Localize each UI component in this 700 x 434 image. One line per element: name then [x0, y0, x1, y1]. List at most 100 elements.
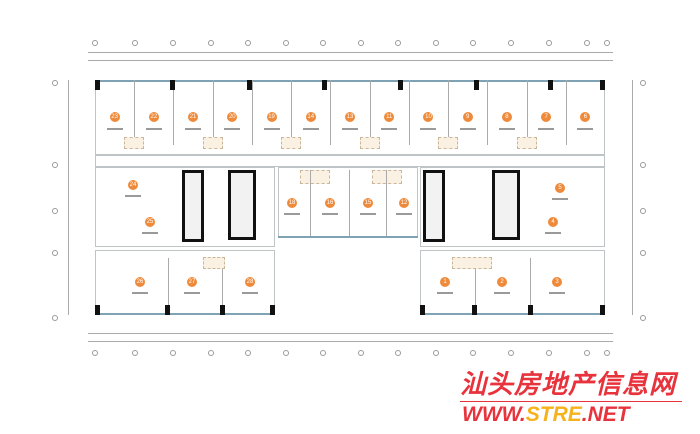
unit-area-label: [125, 195, 141, 197]
center-unit-badge: 12: [399, 198, 409, 208]
unit-number-badge: 6: [580, 112, 591, 122]
grid-axis-marker: [52, 250, 58, 256]
unit-area-label: [545, 232, 561, 234]
grid-axis-marker: [358, 40, 364, 46]
center-unit-badge: 18: [287, 198, 297, 208]
unit-number-badge: 10: [423, 112, 434, 122]
stair-core: [228, 170, 256, 240]
unit-area-label: [142, 232, 158, 234]
column: [322, 80, 327, 90]
grid-axis-marker: [508, 350, 514, 356]
window: [278, 236, 418, 238]
column: [220, 305, 225, 315]
unit-number-badge: 22: [148, 112, 159, 122]
unit-partition: [310, 170, 311, 236]
unit-area-label: [437, 292, 453, 294]
left-unit-badge: 24: [128, 180, 138, 190]
unit-number-badge: 8: [501, 112, 512, 122]
grid-axis-marker: [283, 40, 289, 46]
elevator-core: [423, 170, 445, 242]
unit-area-label: [284, 213, 300, 215]
grid-axis-marker: [604, 350, 610, 356]
column: [600, 305, 605, 315]
unit-area-label: [577, 128, 594, 130]
grid-axis-marker: [358, 350, 364, 356]
unit-number-badge: 19: [266, 112, 277, 122]
wall-right-block: [420, 167, 605, 247]
grid-axis-marker: [433, 350, 439, 356]
unit-area-label: [459, 128, 476, 130]
grid-axis-marker: [508, 40, 514, 46]
unit-partition: [251, 80, 253, 145]
unit-partition: [168, 258, 169, 313]
elevator-core: [182, 170, 204, 242]
column: [270, 305, 275, 315]
unit-area-label: [360, 213, 376, 215]
url-prefix: WWW.: [462, 403, 526, 426]
url-suffix: .NET: [581, 403, 630, 426]
grid-axis-marker: [208, 40, 214, 46]
dimension-line: [632, 80, 633, 315]
column: [420, 305, 425, 315]
unit-area-label: [132, 292, 148, 294]
bathroom: [452, 257, 492, 269]
unit-area-label: [552, 198, 568, 200]
unit-area-label: [498, 128, 515, 130]
grid-axis-marker: [52, 208, 58, 214]
grid-axis-marker: [92, 350, 98, 356]
unit-number-badge: 13: [345, 112, 355, 122]
unit-partition: [291, 80, 293, 145]
column: [95, 80, 100, 90]
unit-area-label: [420, 128, 437, 130]
bottom-left-unit-badge: 27: [187, 277, 197, 287]
grid-axis-marker: [640, 250, 646, 256]
dimension-line: [88, 60, 613, 61]
column: [170, 80, 175, 90]
window: [95, 80, 605, 82]
bathroom: [438, 137, 459, 149]
right-unit-badge: 4: [548, 217, 558, 227]
unit-number-badge: 9: [462, 112, 473, 122]
unit-partition: [526, 80, 528, 145]
grid-axis-marker: [320, 40, 326, 46]
unit-partition: [448, 80, 450, 145]
grid-axis-marker: [132, 350, 138, 356]
column: [472, 305, 477, 315]
watermark-site-name: 汕头房地产信息网: [460, 369, 677, 399]
dimension-line: [68, 80, 69, 315]
url-brand: STRE: [525, 403, 582, 426]
column: [247, 80, 252, 90]
unit-area-label: [106, 128, 123, 130]
bathroom: [124, 137, 145, 149]
corridor: [95, 155, 605, 167]
dimension-line: [88, 341, 613, 342]
unit-partition: [173, 80, 175, 145]
unit-area-label: [224, 128, 241, 130]
grid-axis-marker: [604, 40, 610, 46]
grid-axis-marker: [208, 350, 214, 356]
window: [95, 313, 275, 315]
unit-partition: [349, 170, 350, 236]
grid-axis-marker: [52, 162, 58, 168]
unit-partition: [134, 80, 136, 145]
dimension-line: [88, 333, 613, 334]
unit-area-label: [381, 128, 398, 130]
watermark-divider: [460, 401, 682, 402]
unit-area-label: [185, 128, 202, 130]
grid-axis-marker: [170, 40, 176, 46]
grid-axis-marker: [52, 80, 58, 86]
grid-axis-marker: [320, 350, 326, 356]
grid-axis-marker: [170, 350, 176, 356]
column: [528, 305, 533, 315]
watermark-url[interactable]: WWW.STRE.NET: [462, 404, 630, 426]
grid-axis-marker: [395, 350, 401, 356]
bottom-left-unit-badge: 28: [245, 277, 255, 287]
wall-left-block: [95, 167, 275, 247]
grid-axis-marker: [584, 40, 590, 46]
column: [600, 80, 605, 90]
bathroom: [300, 170, 330, 184]
grid-axis-marker: [245, 350, 251, 356]
grid-axis-marker: [433, 40, 439, 46]
unit-area-label: [242, 292, 258, 294]
unit-partition: [212, 80, 214, 145]
